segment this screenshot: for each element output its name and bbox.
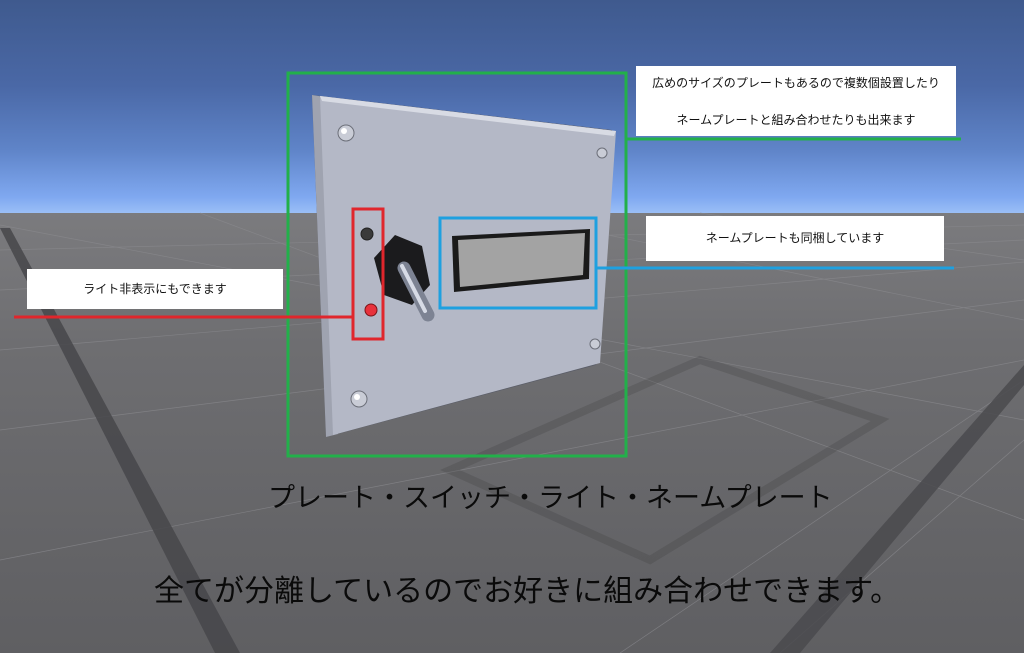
light-highlight-frame xyxy=(351,207,385,341)
ground-shadow xyxy=(440,355,890,565)
indicator-light-off xyxy=(360,227,374,241)
combine-caption: 全てが分離しているのでお好きに組み合わせできます。 xyxy=(154,574,901,609)
parts-caption: プレート・スイッチ・ライト・ネームプレート xyxy=(268,483,833,514)
nameplate-highlight-frame xyxy=(438,216,598,310)
nameplate-callout-label: ネームプレートも同梱しています xyxy=(646,216,944,261)
axis-line-right xyxy=(770,365,1024,653)
light-callout-label: ライト非表示にもできます xyxy=(27,269,283,309)
plate-callout-line1: 広めのサイズのプレートもあるので複数個設置したり xyxy=(652,76,940,90)
indicator-light-on xyxy=(364,303,378,317)
plate-callout-label: 広めのサイズのプレートもあるので複数個設置したり ネームプレートと組み合わせたり… xyxy=(636,66,956,136)
plate-callout-line2: ネームプレートと組み合わせたりも出来ます xyxy=(676,113,916,127)
axis-line-left xyxy=(0,228,240,653)
plate-highlight-frame xyxy=(286,71,628,458)
switch-plate-model xyxy=(312,95,616,437)
